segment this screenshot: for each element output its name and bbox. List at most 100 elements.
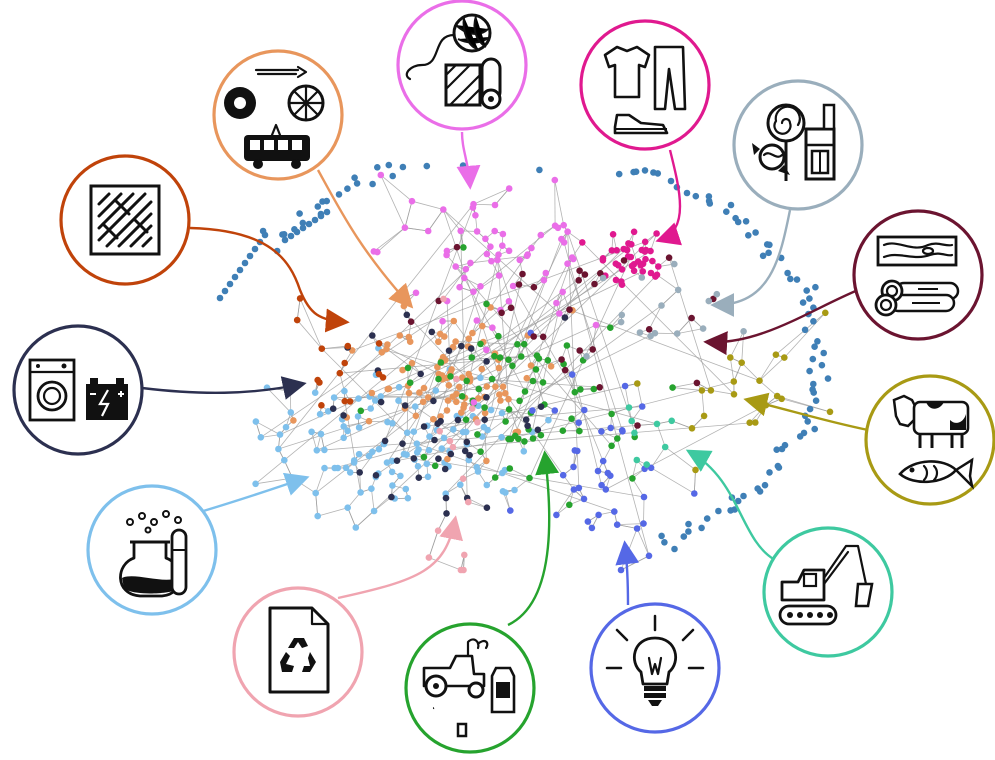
network-node [509,282,517,290]
network-node [477,283,484,290]
network-node [609,231,617,238]
network-node [529,435,537,442]
network-node [559,288,566,296]
network-node [424,394,432,401]
network-node [487,243,494,250]
network-node [281,236,289,244]
network-node [311,389,319,397]
network-node [236,266,244,274]
network-node [350,457,358,464]
network-node [529,407,536,414]
network-edge [759,354,777,381]
network-node [449,443,457,451]
network-node [388,457,396,465]
network-node [420,423,428,430]
network-node [705,297,713,305]
network-node [499,242,506,249]
network-node [482,235,489,243]
network-node [404,494,412,502]
network-edge [741,331,745,363]
network-node [575,419,582,427]
network-node [806,405,814,413]
network-node [357,407,365,415]
network-node [340,434,348,442]
network-edge [266,387,292,413]
network-node [216,294,224,302]
network-node [699,325,707,332]
network-node [641,238,649,246]
network-edge [733,362,743,382]
network-node [766,241,773,249]
network-node [661,443,669,451]
network-edge [260,275,500,438]
network-node [443,407,451,414]
network-node [574,447,581,455]
network-edge [443,268,467,300]
network-node [465,335,473,343]
network-edge [759,380,778,397]
network-node [468,405,476,412]
network-edge [278,203,474,450]
network-node [452,338,459,345]
network-node [727,507,734,514]
network-node [399,440,406,448]
network-node [399,366,406,374]
network-node [685,520,692,528]
network-node [661,539,668,546]
network-node [479,322,486,330]
network-node [732,214,739,222]
network-node [576,267,583,275]
network-node [754,485,761,492]
network-node [608,442,615,450]
network-node [296,210,303,217]
network-node [612,260,620,268]
network-node [621,382,629,390]
network-node [434,363,441,371]
network-edge [617,524,638,529]
network-node [436,427,444,435]
network-node [431,462,439,470]
network-node [519,270,526,278]
network-node [524,422,531,430]
network-edge [636,528,650,556]
network-node [599,457,607,465]
network-node [559,427,567,435]
network-node [594,467,602,475]
excavator-icon [762,526,894,658]
network-node [634,422,641,429]
network-node [483,457,490,465]
network-node [647,247,654,255]
network-node [818,361,826,369]
network-node [630,261,638,268]
network-node [444,455,451,463]
network-node [299,224,307,232]
network-node [810,389,817,396]
network-node [403,311,411,319]
network-node [346,398,354,405]
network-edge [463,277,526,392]
network-node [340,412,347,419]
network-node [502,418,509,425]
network-node [495,251,502,258]
network-edge [380,174,413,202]
network-edge [661,289,679,306]
arrow-vehicles [316,169,414,309]
network-node [592,321,600,329]
network-edge [442,209,462,232]
network-node [463,377,471,385]
network-node [507,304,515,312]
network-node [558,235,565,243]
network-node [745,232,752,239]
network-edge [515,280,580,433]
network-node [698,387,706,394]
network-node [413,449,421,456]
network-node [483,481,491,489]
network-node [321,446,328,454]
network-node [738,359,745,367]
network-node [341,359,349,367]
network-node [323,208,331,216]
network-node [481,409,489,417]
network-node [553,511,560,519]
network-node [462,265,470,273]
network-node [340,423,348,430]
